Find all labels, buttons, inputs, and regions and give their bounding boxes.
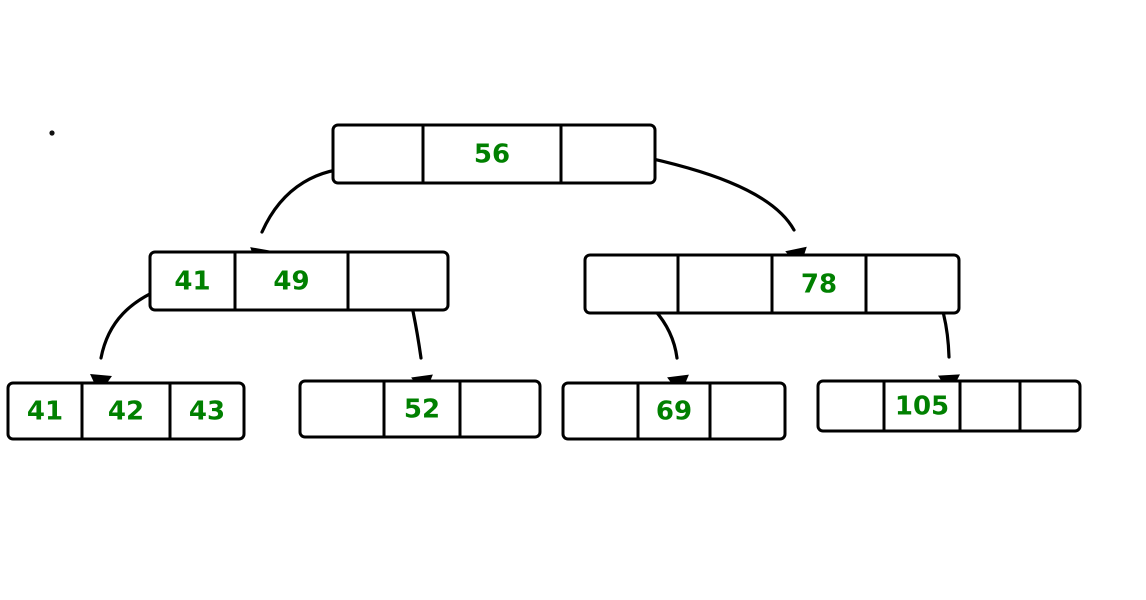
- root-node[interactable]: 56: [331, 123, 657, 185]
- leaf-node-3[interactable]: 69: [561, 381, 787, 441]
- leaf-node-1-key-3: 43: [189, 397, 225, 427]
- leaf-level: 41 42 43 52 69 105: [6, 379, 1082, 441]
- leaf-node-2-cell-1[interactable]: [300, 381, 384, 437]
- leaf-node-1-key-2: 42: [108, 397, 144, 427]
- root-node-outline: [331, 123, 657, 185]
- internal-node-right-cell-1[interactable]: [585, 255, 678, 313]
- internal-node-right[interactable]: 78: [583, 253, 961, 315]
- leaf-node-4[interactable]: 105: [816, 379, 1082, 433]
- leaf-node-4-cell-3[interactable]: [960, 381, 1020, 431]
- internal-node-right-cell-4[interactable]: [866, 255, 959, 313]
- root-node-key-2: 56: [474, 140, 510, 170]
- leaf-node-3-outline: [561, 381, 787, 441]
- node-layer: 56 41 49 78 41 42 43 52 69 105: [6, 123, 1082, 441]
- leaf-node-3-cell-3[interactable]: [710, 383, 785, 439]
- leaf-node-4-cell-1[interactable]: [818, 381, 884, 431]
- internal-node-left-key-1: 41: [174, 267, 210, 297]
- stray-speck: [49, 130, 55, 136]
- internal-level: 41 49 78: [148, 250, 961, 315]
- internal-node-right-key-3: 78: [801, 270, 837, 300]
- internal-node-left-key-2: 49: [273, 267, 309, 297]
- internal-node-left-cell-3[interactable]: [348, 252, 448, 310]
- leaf-node-1[interactable]: 41 42 43: [6, 381, 246, 441]
- leaf-node-4-key-2: 105: [895, 392, 949, 422]
- leaf-node-1-outline: [6, 381, 246, 441]
- leaf-node-1-key-1: 41: [27, 397, 63, 427]
- leaf-node-3-cell-1[interactable]: [563, 383, 638, 439]
- leaf-node-2-outline: [298, 379, 542, 439]
- leaf-node-4-cell-4[interactable]: [1020, 381, 1080, 431]
- internal-node-left[interactable]: 41 49: [148, 250, 450, 312]
- leaf-node-3-key-2: 69: [656, 397, 692, 427]
- root-node-cell-3[interactable]: [561, 125, 655, 183]
- leaf-node-2[interactable]: 52: [298, 379, 542, 439]
- leaf-node-2-key-2: 52: [404, 395, 440, 425]
- root-level: 56: [331, 123, 657, 185]
- internal-node-left-outline: [148, 250, 450, 312]
- internal-node-right-cell-2[interactable]: [678, 255, 772, 313]
- root-node-cell-1[interactable]: [333, 125, 423, 183]
- leaf-node-2-cell-3[interactable]: [460, 381, 540, 437]
